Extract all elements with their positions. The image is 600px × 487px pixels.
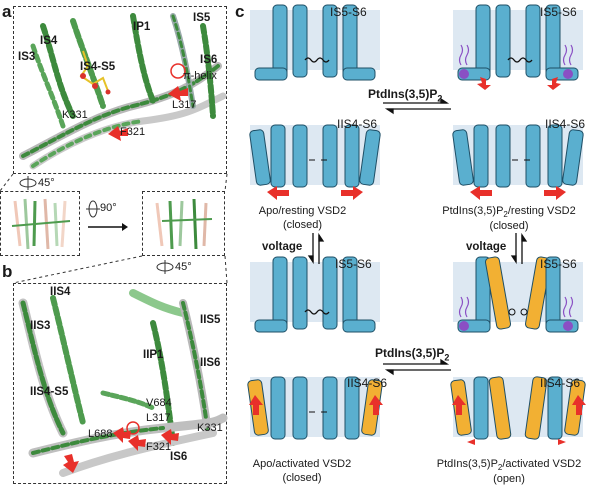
panel-b-letter: b <box>2 262 13 281</box>
br-iis4-s6-helices <box>450 376 586 440</box>
state-br-line1: PtdIns(3,5)P2/activated VSD2 <box>420 458 598 473</box>
label-l317-a: L317 <box>172 99 197 111</box>
zoom-lead-lines <box>0 173 228 284</box>
state-caption-tl: Apo/resting VSD2 (closed) <box>240 205 365 233</box>
voltage-label-right: voltage <box>466 241 507 253</box>
ligand-equilibrium-bottom <box>383 358 451 376</box>
rotation-45-label-a: 45° <box>38 177 55 189</box>
tr-is5-s6-helices <box>457 4 579 81</box>
state-br-line2: (open) <box>493 473 525 486</box>
voltage-label-left: voltage <box>262 241 303 253</box>
label-v684: V684 <box>146 397 172 409</box>
label-iis4-s5: IIS4-S5 <box>30 386 69 398</box>
label-is6-b: IS6 <box>170 451 188 463</box>
seg-label-tr-top: IS5-S6 <box>540 5 577 19</box>
ligand-label-top-main: PtdIns(3,5)P <box>368 87 438 101</box>
state-caption-tr: PtdIns(3,5)P2/resting VSD2 (closed) <box>420 205 598 234</box>
rotate-arrow-icon <box>88 223 128 231</box>
label-k331-b: K331 <box>197 422 223 434</box>
state-bl-line2: (closed) <box>282 471 322 484</box>
panel-a-structure <box>19 13 227 170</box>
label-f321-a: F321 <box>120 126 146 138</box>
seg-label-bl-top: IS5-S6 <box>335 257 372 271</box>
state-tr-line1: PtdIns(3,5)P2/resting VSD2 <box>420 205 598 220</box>
tl-iis4-s6-helices <box>249 124 381 188</box>
label-iis4: IIS4 <box>50 286 71 298</box>
seg-label-br-top: IS5-S6 <box>540 257 577 271</box>
rotation-45-icon-b <box>156 260 174 274</box>
state-caption-br: PtdIns(3,5)P2/activated VSD2 (open) <box>420 458 598 487</box>
panel-c-letter: c <box>235 2 245 21</box>
label-is4: IS4 <box>40 35 58 47</box>
overview-structure-left <box>11 198 71 250</box>
state-br-sub: 2 <box>497 463 503 473</box>
label-ip1: IP1 <box>133 21 151 33</box>
seg-label-bl-bot: IIS4-S6 <box>347 376 388 390</box>
ligand-label-bottom-sub: 2 <box>444 352 450 363</box>
label-f321-b: F321 <box>146 441 172 453</box>
panel-c-schematic <box>247 4 586 445</box>
state-bl-line1: Apo/activated VSD2 <box>252 458 352 470</box>
state-tr-post: /resting VSD2 <box>507 205 576 217</box>
label-is3: IS3 <box>18 51 36 63</box>
panel-a-letter: a <box>2 2 12 21</box>
ligand-equilibrium-top <box>383 97 451 115</box>
bl-is5-s6-helices <box>254 256 376 333</box>
label-iis3: IIS3 <box>30 320 51 332</box>
tr-lipids <box>458 44 574 66</box>
panel-b-structure <box>18 289 228 477</box>
overview-box-right <box>142 191 225 256</box>
rotation-90-icon <box>86 200 100 218</box>
ligand-label-top-sub: 2 <box>437 93 443 104</box>
state-br-post: /activated VSD2 <box>502 458 582 470</box>
state-tr-pre: PtdIns(3,5)P <box>442 205 504 217</box>
ligand-label-bottom-main: PtdIns(3,5)P <box>375 346 445 360</box>
state-caption-bl: Apo/activated VSD2 (closed) <box>236 458 368 486</box>
ligand-label-top: PtdIns(3,5)P2 <box>368 88 442 103</box>
label-l317-b: L317 <box>146 412 171 424</box>
rotation-90-label: 90° <box>100 202 117 214</box>
voltage-equilibrium-right <box>510 232 528 265</box>
state-tl-line1: Apo/resting VSD2 <box>258 205 347 217</box>
label-is6: IS6 <box>200 54 218 66</box>
label-is5: IS5 <box>193 12 211 24</box>
rotation-45-label-b: 45° <box>175 261 192 273</box>
seg-label-tl-top: IS5-S6 <box>330 5 367 19</box>
label-iis5: IIS5 <box>200 314 221 326</box>
label-l688: L688 <box>88 428 113 440</box>
seg-label-br-bot: IIS4-S6 <box>540 376 581 390</box>
rotation-45-icon-a <box>19 176 37 190</box>
label-k331-a: K331 <box>62 109 88 121</box>
seg-label-tl-bot: IIS4-S6 <box>337 117 378 131</box>
ligand-label-bottom: PtdIns(3,5)P2 <box>375 347 449 362</box>
overview-box-left <box>0 191 80 256</box>
seg-label-tr-bot: IIS4-S6 <box>545 117 586 131</box>
voltage-equilibrium-left <box>307 232 325 265</box>
state-tr-line2: (closed) <box>489 220 529 233</box>
label-iis6: IIS6 <box>200 357 221 369</box>
label-iip1: IIP1 <box>143 349 164 361</box>
overview-structure-right <box>155 198 213 250</box>
panel-b-zoom-box <box>13 283 227 484</box>
panel-a-zoom-box <box>13 6 227 174</box>
state-tl-line2: (closed) <box>282 218 323 231</box>
state-br-pre: PtdIns(3,5)P <box>436 458 498 470</box>
label-pi-helix: π-helix <box>183 70 217 82</box>
label-is4-s5: IS4-S5 <box>80 61 116 73</box>
tl-is5-s6-helices <box>254 4 376 81</box>
state-tr-sub: 2 <box>503 210 508 220</box>
tr-iis4-s6-helices <box>452 124 584 188</box>
